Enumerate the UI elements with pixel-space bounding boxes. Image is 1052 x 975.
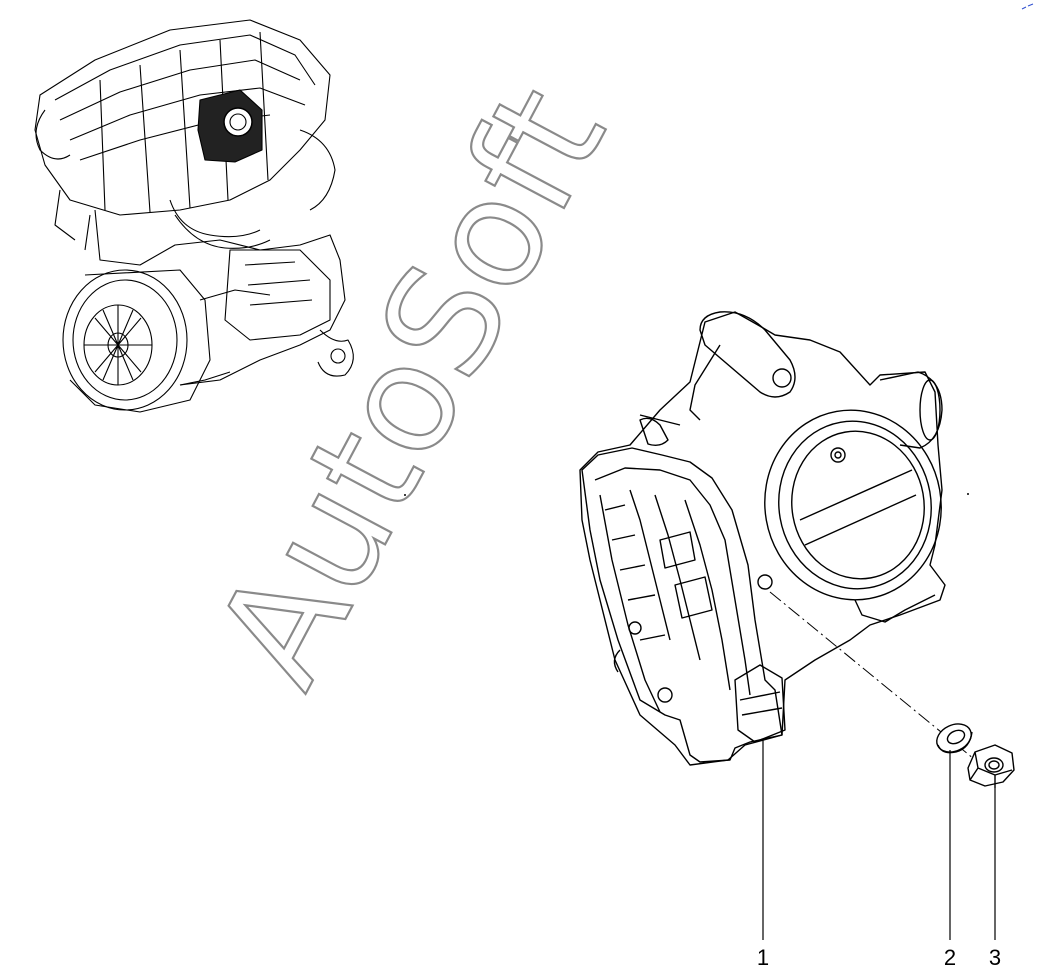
clutch-housing bbox=[62, 269, 211, 413]
watermark: AutoSoft bbox=[182, 60, 640, 713]
callout-number-3: 3 bbox=[989, 945, 1001, 970]
engine-overview-illustration bbox=[34, 19, 354, 413]
assembly-axis-line bbox=[769, 591, 986, 769]
throttle-body-part bbox=[579, 311, 946, 766]
hex-nut-part bbox=[967, 744, 1015, 788]
callout-number-1: 1 bbox=[757, 945, 769, 970]
stray-marks bbox=[1021, 3, 1034, 10]
dot-markers bbox=[404, 493, 969, 496]
callout-number-2: 2 bbox=[944, 945, 956, 970]
washer-part bbox=[936, 723, 973, 754]
watermark-text: AutoSoft bbox=[183, 61, 639, 712]
throttle-location-highlight bbox=[197, 89, 263, 163]
leader-lines bbox=[762, 740, 996, 940]
